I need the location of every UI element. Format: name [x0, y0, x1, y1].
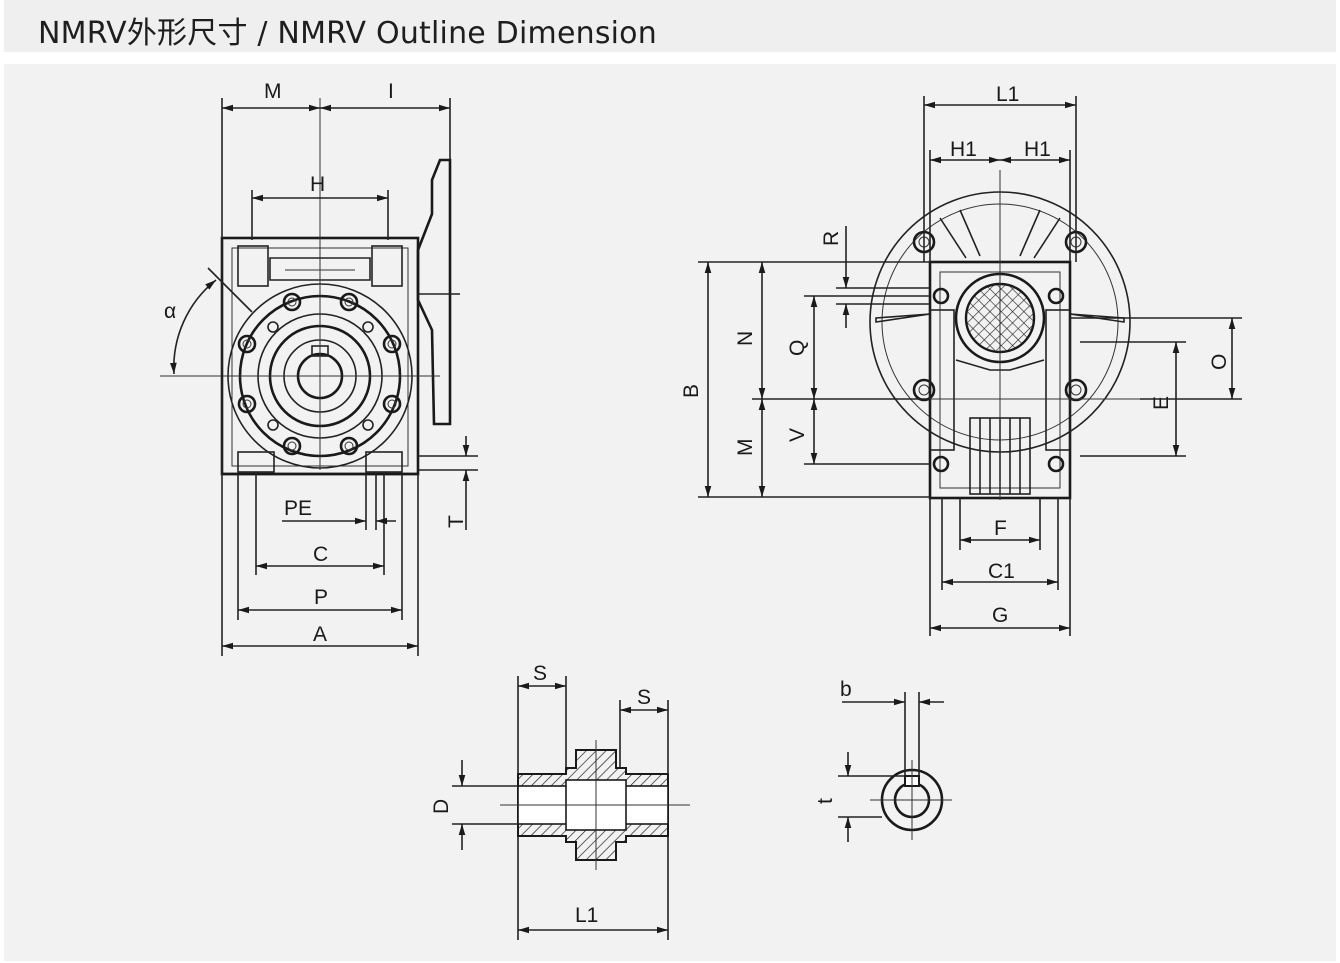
label-Q: Q	[786, 340, 809, 356]
label-b: b	[840, 678, 852, 701]
label-M-side: M	[734, 439, 757, 457]
label-R: R	[820, 231, 843, 246]
label-N: N	[734, 331, 757, 346]
label-H: H	[310, 173, 325, 196]
label-A: A	[313, 623, 327, 646]
label-C: C	[313, 543, 328, 566]
front-view: M I H α PE C P A T	[160, 80, 478, 656]
drawing-panel	[4, 64, 1336, 961]
page-title: NMRV外形尺寸 / NMRV Outline Dimension	[38, 16, 657, 51]
flange-bolts	[237, 292, 402, 456]
label-C1: C1	[988, 560, 1015, 583]
label-B: B	[680, 384, 703, 398]
label-I: I	[388, 80, 394, 103]
title-bar: NMRV外形尺寸 / NMRV Outline Dimension	[4, 0, 1336, 52]
side-view: L1 H1 H1 R N Q B M V O E F C1 G	[680, 83, 1242, 636]
shaft-view: S S D L1	[430, 662, 690, 940]
label-H1-right: H1	[1024, 138, 1051, 161]
label-P: P	[314, 586, 328, 609]
label-G: G	[992, 604, 1008, 627]
label-t: t	[814, 798, 837, 804]
label-S-left: S	[533, 662, 547, 685]
label-alpha: α	[164, 300, 176, 323]
label-O: O	[1208, 354, 1231, 370]
label-F: F	[994, 517, 1007, 540]
label-E: E	[1150, 396, 1173, 410]
label-S-right: S	[637, 686, 651, 709]
key-view: b t	[814, 678, 952, 842]
label-V: V	[786, 428, 809, 442]
label-D: D	[430, 799, 453, 814]
label-PE: PE	[284, 497, 312, 520]
label-L1-shaft: L1	[575, 904, 598, 927]
input-flange	[416, 158, 452, 426]
label-H1-left: H1	[950, 138, 977, 161]
label-L1: L1	[996, 83, 1019, 106]
label-T: T	[445, 515, 468, 528]
label-M: M	[264, 80, 282, 103]
